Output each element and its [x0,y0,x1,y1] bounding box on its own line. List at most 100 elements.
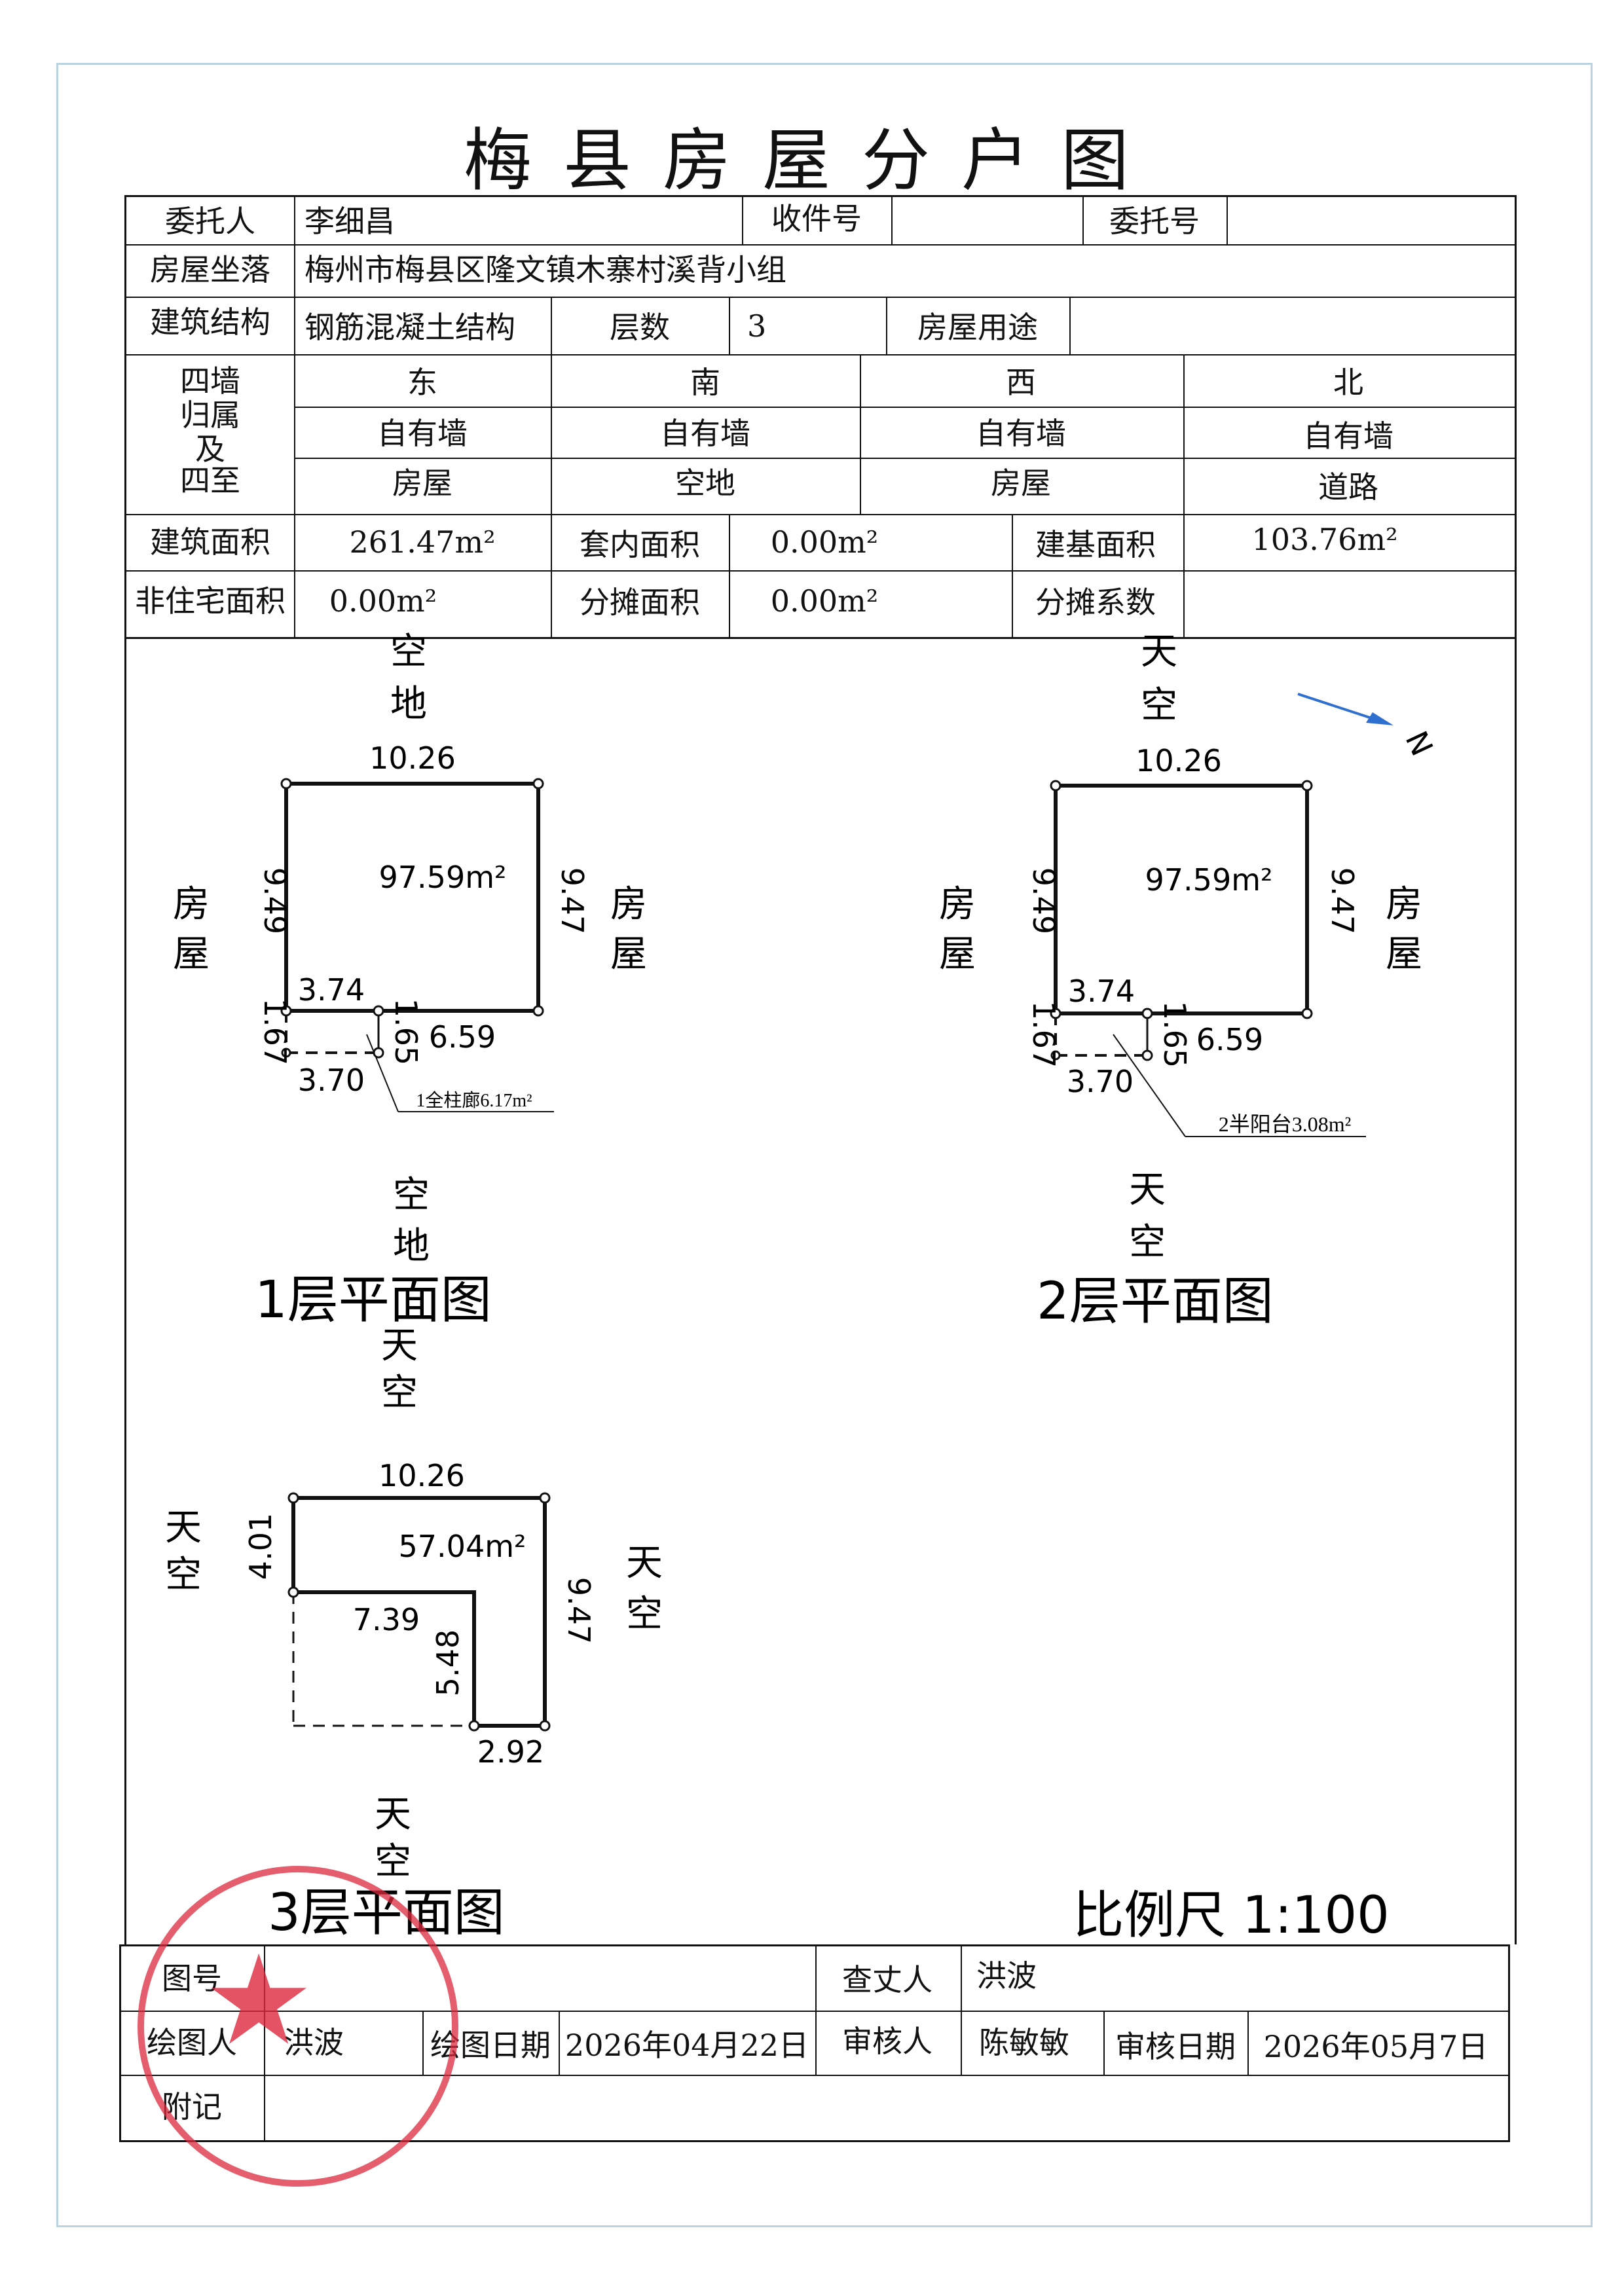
floor2-right-2: 屋 [1386,933,1422,975]
location-value: 梅州市梅县区隆文镇木寨村溪背小组 [304,252,786,287]
base-area-label: 建基面积 [1035,527,1156,562]
dir-south: 南 [690,365,720,400]
page-border [56,63,1593,2227]
client-label: 委托人 [165,204,255,239]
floor1-bottom-2: 地 [393,1225,430,1267]
floor3-right-2: 空 [626,1593,663,1635]
floor3-width: 10.26 [378,1458,465,1493]
floor3-top-1: 天 [381,1324,418,1367]
reviewer-label: 审核人 [842,2024,932,2059]
floor2-dim-e: 3.70 [1067,1064,1134,1099]
floor1-dim-d: 1.67 [257,998,293,1065]
floor3-dim-c: 2.92 [477,1734,544,1770]
dir-north: 北 [1333,365,1363,400]
own-east: 自有墙 [377,416,468,451]
floor2-right-1: 房 [1386,883,1422,926]
floor3-bottom-2: 空 [375,1840,411,1883]
shared-area-value: 0.00m² [770,583,879,619]
floors-value: 3 [747,308,767,344]
floor1-top-2: 地 [390,683,427,725]
floor1-left-dim: 9.49 [257,867,293,934]
floor2-dim-c: 6.59 [1196,1022,1263,1057]
floor2-left-2: 屋 [939,933,976,975]
dir-west: 西 [1006,365,1036,400]
floor3-left-dim: 4.01 [243,1513,278,1580]
review-date-value: 2026年05月7日 [1263,2029,1488,2064]
usage-label: 房屋用途 [917,310,1038,345]
dir-east: 东 [407,365,437,400]
floor2-right-dim: 9.47 [1325,867,1360,934]
nonres-label: 非住宅面积 [135,583,286,619]
info-table: 委托人 李细昌 收件号 委托号 房屋坐落 梅州市梅县区隆文镇木寨村溪背小组 建筑… [124,195,1517,639]
floor2-width: 10.26 [1135,743,1222,778]
floor1-width: 10.26 [369,740,456,776]
walls-label-2: 归属 [180,397,240,433]
floor2-top-2: 空 [1141,684,1177,727]
commission-label: 委托号 [1109,204,1200,239]
floor1-right-2: 屋 [610,933,647,975]
floor3-left-2: 空 [165,1554,202,1596]
floor1-bottom-1: 空 [393,1174,430,1216]
floor1-left-1: 房 [173,883,210,926]
page-title: 梅县房屋分户图 [463,120,1160,200]
floors-label: 层数 [610,310,670,345]
floor1-area: 97.59m² [379,860,507,895]
floor1-dim-b: 1.65 [388,998,424,1065]
adj-west: 房屋 [991,465,1051,501]
seal-star-icon: ★ [203,1928,315,2073]
floor3-right-1: 天 [626,1542,663,1584]
floor1-dim-e: 3.70 [298,1063,365,1098]
floor3-dim-a: 7.39 [353,1602,420,1637]
shared-coef-label: 分摊系数 [1035,585,1156,620]
floor1-right-1: 房 [610,883,647,926]
walls-label-1: 四墙 [180,363,240,399]
inner-area-label: 套内面积 [580,527,700,562]
floor1-top-1: 空 [390,630,427,673]
floor2-bottom-2: 空 [1129,1221,1166,1264]
floor3-top-2: 空 [381,1372,418,1414]
scale-text: 比例尺 1:100 [1073,1886,1390,1945]
floor3-left-1: 天 [165,1506,202,1549]
floor2-left-1: 房 [939,883,976,926]
floor2-dim-d: 1.67 [1026,1001,1061,1068]
floor3-dim-b: 5.48 [430,1630,466,1696]
client-value: 李细昌 [304,204,395,239]
own-south: 自有墙 [660,416,750,451]
structure-value: 钢筋混凝土结构 [304,310,515,345]
structure-label: 建筑结构 [150,304,270,340]
floor2-dim-a: 3.74 [1068,974,1135,1009]
walls-label-4: 四至 [180,463,240,498]
floor2-dim-b: 1.65 [1157,1001,1192,1068]
floor3-area: 57.04m² [399,1529,526,1564]
drawing-area [124,635,1517,1944]
building-area-label: 建筑面积 [150,524,270,560]
floor3-right-dim: 9.47 [561,1577,597,1644]
reviewer-value: 陈敏敏 [979,2025,1069,2060]
own-west: 自有墙 [976,416,1066,451]
walls-label-3: 及 [195,431,225,467]
own-north: 自有墙 [1303,418,1393,454]
adj-south: 空地 [675,465,735,501]
floor1-left-2: 屋 [173,933,210,975]
base-area-value: 103.76m² [1251,522,1398,557]
building-area-value: 261.47m² [349,524,496,560]
floor2-bottom-1: 天 [1129,1169,1166,1211]
receipt-label: 收件号 [771,201,862,236]
floor2-name: 2层平面图 [1037,1272,1274,1331]
floor1-name: 1层平面图 [255,1271,492,1330]
adj-north: 道路 [1318,469,1378,505]
location-label: 房屋坐落 [150,252,270,287]
floor1-right-dim: 9.47 [555,867,590,934]
floor2-note: 2半阳台3.08m² [1219,1112,1352,1136]
shared-area-label: 分摊面积 [580,585,700,620]
adj-east: 房屋 [392,465,452,501]
draw-date-value: 2026年04月22日 [564,2028,809,2063]
nonres-value: 0.00m² [329,583,437,619]
floor1-note: 1全柱廊6.17m² [416,1090,532,1111]
floor2-area: 97.59m² [1145,862,1273,898]
north-label: N [1399,726,1440,761]
floor2-left-dim: 9.49 [1026,867,1061,934]
inspector-value: 洪波 [976,1958,1037,1994]
inner-area-value: 0.00m² [770,524,879,560]
